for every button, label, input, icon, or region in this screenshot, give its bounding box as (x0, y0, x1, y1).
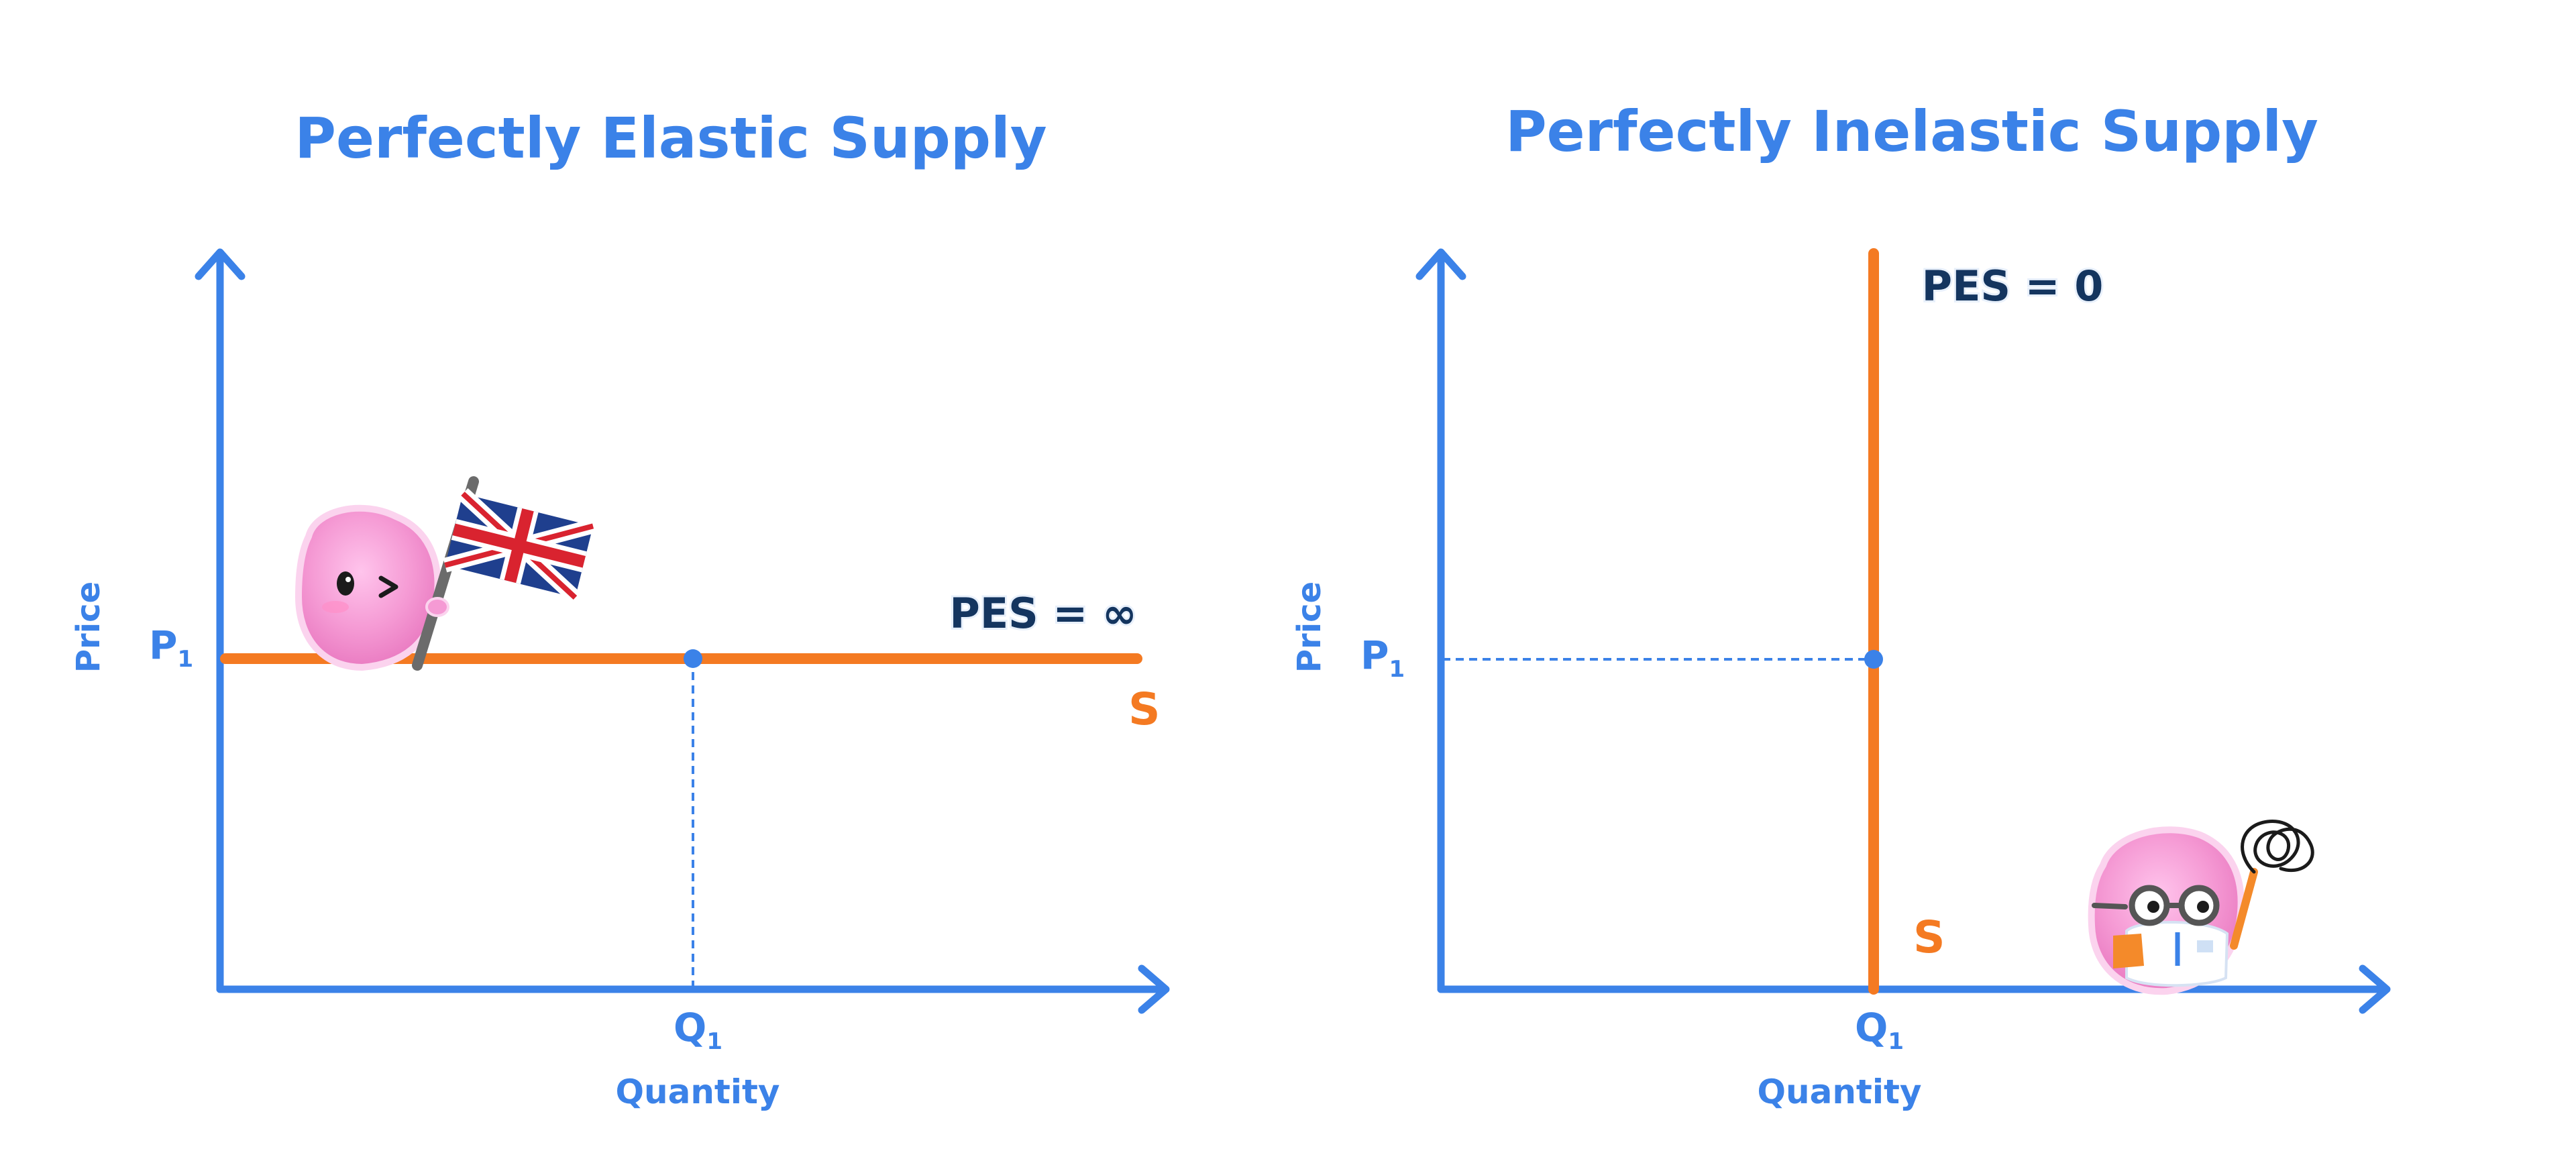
equilibrium-point (684, 649, 702, 668)
pes-annotation: PES = ∞ (949, 589, 1136, 638)
supply-label: S (1913, 911, 1945, 963)
union-jack-flag-icon (443, 488, 595, 604)
y-axis-label: Price (1291, 581, 1328, 673)
y-axis-label: Price (70, 581, 107, 673)
x-tick-q1: Q1 (674, 1005, 722, 1055)
chart-title: Perfectly Elastic Supply (294, 105, 1046, 171)
x-axis-label: Quantity (616, 1072, 780, 1111)
y-axis-arrowhead (195, 248, 246, 280)
supply-label: S (1128, 683, 1161, 735)
y-tick-p1: P1 (149, 622, 193, 673)
x-axis-arrowhead (2359, 964, 2391, 1014)
chart-inelastic: Perfectly Inelastic Supply Price Quantit… (1291, 99, 2391, 1111)
x-axis-label: Quantity (1758, 1072, 1922, 1111)
chart-title: Perfectly Inelastic Supply (1505, 99, 2318, 164)
y-tick-p1: P1 (1360, 632, 1405, 683)
equilibrium-point (1864, 650, 1883, 669)
x-tick-q1: Q1 (1855, 1005, 1904, 1055)
flag-character-icon (294, 476, 595, 671)
chart-elastic: Perfectly Elastic Supply Price Quantity … (70, 105, 1170, 1111)
scientist-character-icon (2088, 820, 2314, 995)
x-axis-arrowhead (1138, 964, 1170, 1014)
y-axis-arrowhead (1415, 248, 1466, 280)
pes-annotation: PES = 0 (1922, 262, 2104, 311)
